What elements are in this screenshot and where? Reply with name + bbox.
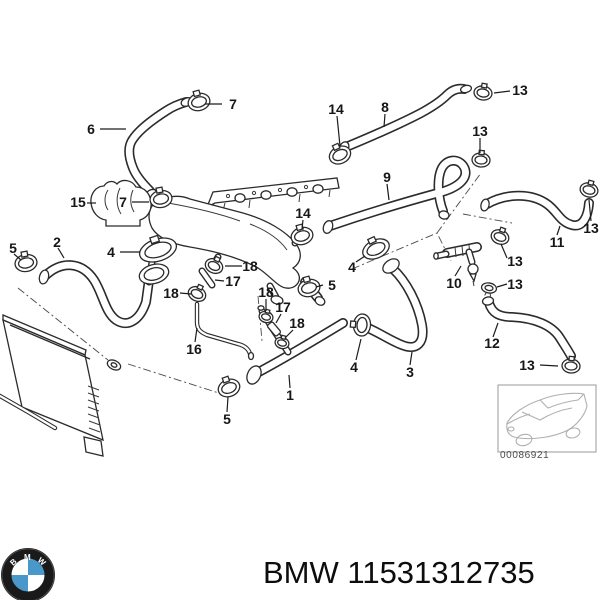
clamp-13-d — [488, 224, 513, 248]
callout-4: 4 — [348, 259, 356, 275]
logo-letter-m: M — [24, 553, 31, 562]
logo-quadrant-bottom-right — [28, 575, 45, 592]
hose-9 — [322, 155, 471, 234]
callout-10: 10 — [446, 275, 462, 291]
callout-18: 18 — [242, 258, 258, 274]
callout-4: 4 — [350, 359, 358, 375]
clamp-4-c — [348, 312, 373, 338]
callout-5: 5 — [328, 277, 336, 293]
callout-6: 6 — [87, 121, 95, 137]
clamp-18-b — [185, 280, 210, 305]
clamp-4-b — [357, 231, 394, 264]
logo-letter-w: W — [36, 556, 48, 568]
callout-13: 13 — [519, 357, 535, 373]
callout-18: 18 — [258, 284, 274, 300]
callout-15: 15 — [70, 194, 86, 210]
clamp-13-f — [560, 355, 582, 375]
clamp-5-c — [214, 372, 243, 401]
callout-7: 7 — [119, 194, 127, 210]
hose-11 — [480, 190, 594, 231]
logo-quadrant-top-left — [11, 558, 28, 575]
hose-8 — [338, 83, 473, 155]
part-number: 11531312735 — [347, 555, 535, 590]
clamps — [12, 81, 600, 401]
clamp-13-c — [577, 177, 600, 200]
callout-9: 9 — [383, 169, 391, 185]
hose-3 — [358, 258, 428, 352]
callout-1: 1 — [286, 387, 294, 403]
callout-18: 18 — [289, 315, 305, 331]
callout-13: 13 — [507, 253, 523, 269]
hose-12 — [481, 296, 576, 361]
callout-13: 13 — [472, 123, 488, 139]
inset-car-thumbnail — [497, 384, 597, 453]
clamp-13-a — [472, 81, 495, 103]
callout-11: 11 — [549, 234, 565, 250]
callout-3: 3 — [406, 364, 414, 380]
clamp-7-top — [184, 87, 213, 114]
logo-quadrant-bottom-left — [11, 575, 28, 592]
callout-18: 18 — [163, 285, 179, 301]
callout-5: 5 — [9, 240, 17, 256]
callout-13: 13 — [507, 276, 523, 292]
connector-17-b — [266, 321, 282, 337]
callout-17: 17 — [225, 273, 241, 289]
valve-10 — [433, 242, 482, 287]
hose-2 — [38, 258, 170, 329]
callout-12: 12 — [484, 335, 500, 351]
callout-14: 14 — [328, 101, 344, 117]
callout-2: 2 — [53, 234, 61, 250]
hose-1 — [246, 318, 348, 385]
callout-5: 5 — [223, 411, 231, 427]
callout-17: 17 — [275, 299, 291, 315]
callout-13: 13 — [583, 220, 599, 236]
callout-13: 13 — [512, 82, 528, 98]
leader-lines — [13, 90, 592, 413]
logo-quadrant-top-right — [28, 558, 45, 575]
clamp-13-b — [470, 149, 492, 169]
radiator — [0, 314, 122, 457]
bmw-logo: B M W — [1, 548, 55, 600]
brand-label: BMW — [263, 555, 339, 590]
callout-8: 8 — [381, 99, 389, 115]
callout-4: 4 — [107, 244, 115, 260]
engine-manifold — [205, 177, 340, 212]
logo-letter-b: B — [8, 557, 18, 568]
callout-14: 14 — [295, 205, 311, 221]
callout-7: 7 — [229, 96, 237, 112]
clamp-13-e — [480, 282, 498, 297]
footer-part-text: BMW 11531312735 — [263, 555, 535, 591]
hose-6 — [124, 97, 194, 200]
callout-16: 16 — [186, 341, 202, 357]
inset-code: 00086921 — [500, 450, 550, 461]
